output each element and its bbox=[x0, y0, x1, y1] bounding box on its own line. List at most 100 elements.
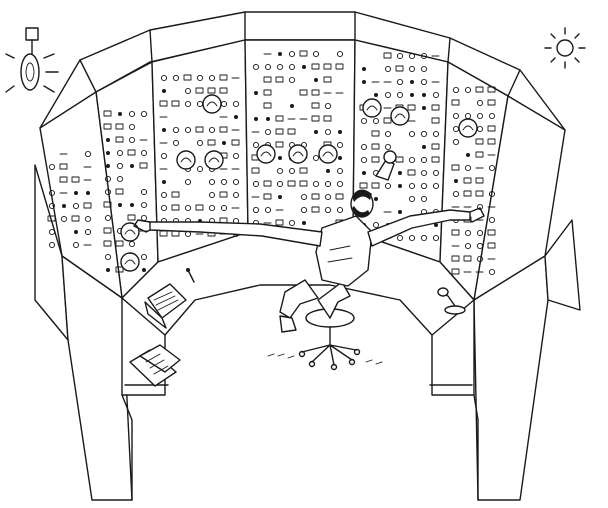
notebook bbox=[144, 283, 187, 329]
panel-switch bbox=[103, 227, 112, 234]
panel-switch bbox=[231, 139, 240, 146]
panel-light bbox=[84, 150, 92, 158]
panel-light bbox=[384, 182, 392, 190]
panel-switch bbox=[263, 76, 272, 83]
panel-light bbox=[232, 152, 240, 160]
sun-icon bbox=[544, 27, 586, 69]
panel-switch bbox=[383, 117, 392, 124]
panel-light bbox=[432, 91, 440, 99]
panel-light bbox=[324, 206, 332, 214]
panel-switch bbox=[159, 100, 168, 107]
panel-light bbox=[184, 126, 192, 134]
panel-switch bbox=[183, 74, 192, 81]
panel-knob bbox=[234, 115, 238, 119]
panel-knob bbox=[374, 197, 378, 201]
panel-switch bbox=[487, 99, 496, 106]
panel-light bbox=[336, 167, 344, 175]
panel-switch bbox=[311, 115, 320, 122]
panel-switch bbox=[451, 229, 460, 236]
panel-light bbox=[264, 128, 272, 136]
panel-switch bbox=[371, 156, 380, 163]
panel-knob bbox=[278, 195, 282, 199]
panel-switch bbox=[263, 193, 272, 200]
panel-switch bbox=[71, 176, 80, 183]
panel-knob bbox=[254, 91, 258, 95]
panel-gauge bbox=[318, 144, 338, 164]
panel-light bbox=[432, 182, 440, 190]
panel-switch bbox=[451, 255, 460, 262]
panel-light bbox=[324, 102, 332, 110]
gauge-needle bbox=[180, 157, 192, 163]
desk-microphone bbox=[437, 287, 466, 315]
panel-light bbox=[476, 229, 484, 237]
panel-light bbox=[336, 141, 344, 149]
panel-light bbox=[252, 63, 260, 71]
panel-light bbox=[252, 141, 260, 149]
panel-knob bbox=[278, 52, 282, 56]
panel-switch bbox=[171, 204, 180, 211]
panel-switch bbox=[451, 164, 460, 171]
panel-light bbox=[396, 52, 404, 60]
panel-switch bbox=[463, 177, 472, 184]
panel-light bbox=[408, 182, 416, 190]
panel-knob bbox=[398, 210, 402, 214]
panel-switch bbox=[311, 63, 320, 70]
panel-light bbox=[476, 203, 484, 211]
panel-switch bbox=[103, 123, 112, 130]
panel-switch bbox=[299, 89, 308, 96]
gauge-needle bbox=[292, 151, 304, 157]
panel-knob bbox=[162, 89, 166, 93]
panel-switch bbox=[207, 87, 216, 94]
panel-switch bbox=[299, 50, 308, 57]
panel-light bbox=[384, 130, 392, 138]
panel-light bbox=[452, 86, 460, 94]
panel-light bbox=[384, 65, 392, 73]
panel-switch bbox=[219, 126, 228, 133]
panel-light bbox=[396, 234, 404, 242]
panel-light bbox=[464, 164, 472, 172]
panel-light bbox=[464, 242, 472, 250]
panel-switch bbox=[219, 191, 228, 198]
panel-switch bbox=[487, 242, 496, 249]
panel-light bbox=[360, 143, 368, 151]
panel-light bbox=[172, 139, 180, 147]
panel-switch bbox=[219, 87, 228, 94]
panel-switch bbox=[171, 191, 180, 198]
panel-light bbox=[488, 112, 496, 120]
panel-switch bbox=[475, 190, 484, 197]
panel-light bbox=[196, 165, 204, 173]
panel-light bbox=[420, 182, 428, 190]
panel-light bbox=[276, 180, 284, 188]
panel-light bbox=[196, 74, 204, 82]
panel-switch bbox=[115, 266, 124, 273]
panel-light bbox=[464, 86, 472, 94]
panel-light bbox=[252, 206, 260, 214]
panel-light bbox=[288, 63, 296, 71]
gauge-needle bbox=[260, 151, 272, 157]
panel-switch bbox=[311, 206, 320, 213]
panel-light bbox=[396, 78, 404, 86]
panel-knob bbox=[74, 230, 78, 234]
panel-switch bbox=[487, 229, 496, 236]
panel-switch bbox=[371, 143, 380, 150]
panel-light bbox=[432, 234, 440, 242]
panel-light bbox=[140, 253, 148, 261]
desk bbox=[121, 231, 479, 501]
panel-knob bbox=[362, 67, 366, 71]
panel-light bbox=[140, 149, 148, 157]
panel-switch bbox=[475, 151, 484, 158]
panel-light bbox=[220, 178, 228, 186]
panel-switch bbox=[311, 102, 320, 109]
side-walls bbox=[34, 91, 581, 501]
panel-switch bbox=[275, 76, 284, 83]
panel-switch bbox=[335, 63, 344, 70]
panel-knob bbox=[290, 104, 294, 108]
panel-light bbox=[104, 188, 112, 196]
panel-gauge bbox=[390, 106, 410, 126]
panel-knob bbox=[434, 223, 438, 227]
panel-switch bbox=[431, 143, 440, 150]
panel-switch bbox=[475, 138, 484, 145]
panel-switch bbox=[335, 193, 344, 200]
panel-knob bbox=[422, 93, 426, 97]
